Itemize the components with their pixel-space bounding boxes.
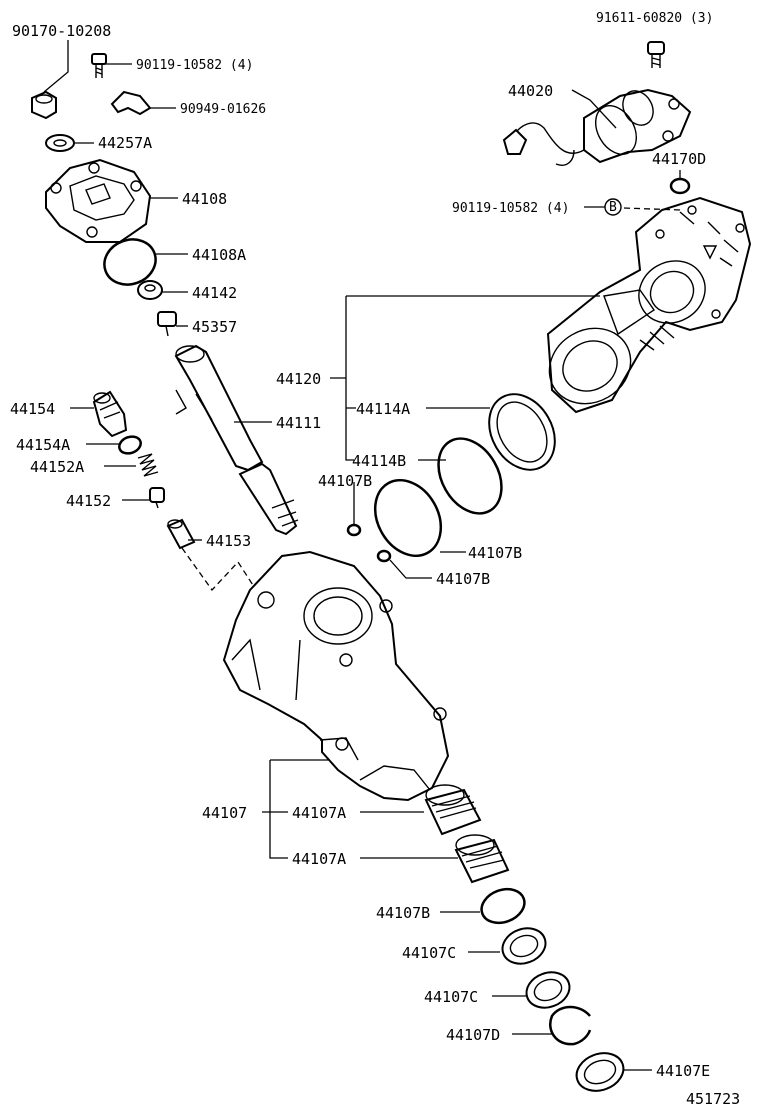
leader-lines	[43, 40, 681, 1071]
o-ring-lower	[480, 887, 526, 925]
callout-labels: 90170-10208 90119-10582 (4) 90949-01626 …	[10, 11, 740, 1108]
label-44114A: 44114A	[356, 400, 410, 418]
gear-housing-part	[222, 550, 450, 802]
label-44107B-small: 44107B	[436, 570, 490, 588]
label-44107B-lower: 44107B	[376, 904, 430, 922]
label-91611-60820: 91611-60820 (3)	[596, 11, 713, 26]
o-ring-44154A	[118, 435, 142, 455]
label-90170-10208: 90170-10208	[12, 22, 111, 40]
label-44108: 44108	[182, 190, 227, 208]
bolt-part-top	[91, 53, 107, 78]
label-circle-B: B	[609, 200, 617, 215]
reference-number: 451723	[686, 1090, 740, 1108]
label-44154: 44154	[10, 400, 55, 418]
label-44020: 44020	[508, 82, 553, 100]
label-44107: 44107	[202, 804, 247, 822]
label-44152A: 44152A	[30, 458, 84, 476]
bushing-part	[137, 280, 163, 300]
valve-spool-part	[92, 390, 128, 438]
label-44107B-ring: 44107B	[468, 544, 522, 562]
label-44257A: 44257A	[98, 134, 152, 152]
valve-cover-part	[45, 158, 152, 243]
bolt-part-right	[647, 41, 665, 68]
oil-seal-1	[501, 927, 547, 965]
label-44107C-1: 44107C	[402, 944, 456, 962]
label-90119-10582-top: 90119-10582 (4)	[136, 58, 253, 73]
label-45357: 45357	[192, 318, 237, 336]
dashed-guide-44153	[181, 547, 261, 597]
label-44108A: 44108A	[192, 246, 246, 264]
label-44107A-2: 44107A	[292, 850, 346, 868]
label-44120: 44120	[276, 370, 321, 388]
label-44107D: 44107D	[446, 1026, 500, 1044]
needle-bearing-1	[424, 784, 482, 836]
o-ring-large	[373, 479, 443, 557]
label-44142: 44142	[192, 284, 237, 302]
label-90949-01626: 90949-01626	[180, 102, 266, 117]
label-44107C-2: 44107C	[424, 988, 478, 1006]
label-44111: 44111	[276, 414, 321, 432]
spring-part	[137, 453, 159, 477]
o-ring-small-1	[346, 523, 362, 537]
label-44114B: 44114B	[352, 452, 406, 470]
ring-44114A	[488, 393, 556, 471]
bolt-44152-part	[149, 487, 165, 509]
nut-part	[31, 90, 57, 120]
label-90119-10582-right: 90119-10582 (4)	[452, 201, 569, 216]
label-44107A-1: 44107A	[292, 804, 346, 822]
oil-seal-2	[525, 971, 571, 1009]
o-ring-small-2	[376, 549, 392, 563]
label-44152: 44152	[66, 492, 111, 510]
dust-seal	[575, 1052, 625, 1092]
plug-part	[166, 518, 196, 550]
needle-bearing-2	[454, 834, 510, 884]
label-44153: 44153	[206, 532, 251, 550]
label-44170D: 44170D	[652, 150, 706, 168]
valve-shaft-part	[174, 344, 299, 536]
clip-part	[110, 90, 152, 116]
washer-part	[45, 134, 75, 152]
snap-ring	[549, 1005, 592, 1046]
o-ring-44170D	[669, 177, 691, 195]
label-44107B-left: 44107B	[318, 472, 372, 490]
ring-44114B	[437, 437, 503, 515]
label-44154A: 44154A	[16, 436, 70, 454]
label-44107E: 44107E	[656, 1062, 710, 1080]
pin-part	[157, 311, 177, 337]
o-ring-44108A	[103, 238, 157, 286]
solenoid-sensor-part	[502, 88, 692, 166]
power-cylinder-part	[546, 196, 752, 414]
